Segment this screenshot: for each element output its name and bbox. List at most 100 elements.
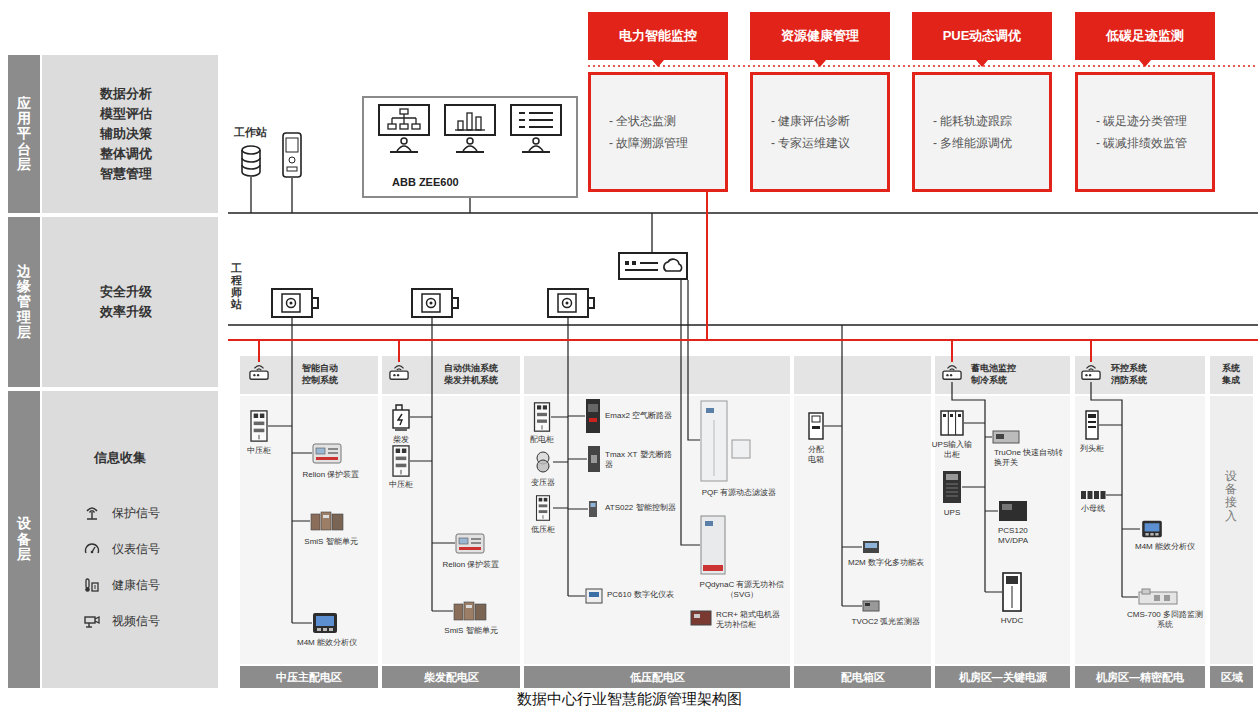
column-header-ground [382, 356, 520, 394]
card-header: 资源健康管理 [750, 12, 890, 60]
zone-bar: 低压配电区 [524, 666, 790, 688]
layer-panel: 安全升级 效率升级 [42, 217, 218, 387]
device-label: 中压柜 [239, 446, 279, 456]
column-ground [382, 396, 520, 664]
card-title: 电力智能监控 [619, 27, 697, 45]
device-label: PC610 数字化仪表 [607, 590, 679, 600]
column-ground [524, 396, 790, 664]
node-text: 智能自动 控制系统 [302, 363, 347, 386]
filter-module-icon [732, 440, 750, 458]
signal-icon [86, 544, 99, 553]
terminal-icon [283, 133, 301, 177]
device-label: 小母线 [1073, 504, 1113, 514]
device-label: 配电柜 [522, 435, 562, 445]
svg-cabinet-icon [701, 516, 725, 574]
node-text: ABB ZEE600 [392, 176, 459, 188]
device-label: CMS-700 多回路监测系统 [1125, 610, 1205, 630]
column-header-ground [935, 356, 1070, 394]
device-label: 低压柜 [523, 525, 563, 535]
node-text: 机房区—关键电源 [959, 670, 1047, 685]
row-cabinet-icon [1086, 411, 1098, 439]
card-title: PUE动态调优 [943, 27, 1022, 45]
card-title: 低碳足迹监测 [1106, 27, 1184, 45]
device-label: 变压器 [523, 478, 563, 488]
column-header-ground [794, 356, 931, 394]
card-item: - 碳减排绩效监管 [1096, 132, 1206, 154]
card-title: 资源健康管理 [781, 27, 859, 45]
column-header: 自动供油系统 柴发并机系统 [382, 356, 520, 394]
layer-name: 设备层 [17, 516, 31, 562]
smart-unit-icon [454, 602, 486, 620]
node-text: 区域 [1221, 670, 1243, 685]
zone-bar: 中压主配电区 [240, 666, 378, 688]
distribution-box-icon [809, 413, 823, 439]
column-header-ground [1075, 356, 1205, 394]
monitor-icon [445, 105, 495, 152]
ups-cabinet-icon [941, 411, 963, 435]
engineer-station-icon [272, 289, 318, 317]
layer-band: 边缘管理层 [8, 217, 40, 387]
ups-icon [943, 471, 961, 503]
genset-icon [393, 405, 409, 430]
cabinet-icon [535, 403, 550, 431]
relay-icon [456, 534, 484, 553]
device-label: 分配电箱 [808, 445, 824, 465]
column-header-ground [524, 356, 790, 394]
column-header: 智能自动 控制系统 [240, 356, 378, 394]
workstation-icon [242, 146, 260, 176]
layer-band: 设备层 [8, 391, 40, 688]
relay-icon [313, 444, 341, 463]
card-body: - 健康评估诊断- 专家运维建议 [750, 72, 890, 192]
node-text: 数据分析 模型评估 辅助决策 整体调优 智慧管理 [100, 84, 160, 185]
card-item: - 碳足迹分类管理 [1096, 110, 1206, 132]
layer-name: 边缘管理层 [17, 264, 31, 341]
device-label: TruOne 快速自动转换开关 [994, 448, 1066, 468]
meter-icon [863, 541, 879, 553]
switchgear-icon [251, 411, 267, 441]
column-header-ground [1210, 356, 1253, 394]
node-text: 安全升级 效率升级 [100, 282, 160, 322]
node-text: 蓄电池监控 制冷系统 [971, 363, 1025, 386]
node-text: 环控系统 消防系统 [1111, 363, 1156, 386]
layer-panel-ground [42, 391, 218, 688]
function-card: 电力智能监控 - 全状态监测- 故障溯源管理 [588, 12, 728, 192]
card-header: PUE动态调优 [912, 12, 1052, 60]
device-label: ATS022 智能控制器 [605, 503, 677, 513]
device-label: M2M 数字化多功能表 [845, 558, 927, 568]
card-notch [652, 60, 1151, 67]
device-label: M4M 能效分析仪 [294, 638, 360, 648]
wire [551, 318, 588, 596]
node-text: 低压配电区 [630, 670, 685, 685]
arc-monitor-icon [863, 601, 879, 611]
gateway-icon [1082, 366, 1100, 380]
monitoring-icon [1139, 589, 1177, 604]
card-header: 电力智能监控 [588, 12, 728, 60]
function-card: PUE动态调优- 能耗轨迹跟踪- 多维能源调优 [912, 12, 1052, 192]
smart-unit-icon [311, 512, 343, 530]
device-label: RCR+ 箱式电机器无功补偿柜 [716, 610, 788, 630]
busbar-icon [1081, 491, 1106, 499]
function-card: 资源健康管理 - 健康评估诊断- 专家运维建议 [750, 12, 890, 192]
node-text: 健康信号 [42, 567, 218, 603]
column-header: 蓄电池监控 制冷系统 [935, 356, 1070, 394]
device-label: UPS输入输出柜 [930, 440, 974, 460]
hvdc-icon [1003, 573, 1021, 611]
column-header: 环控系统 消防系统 [1075, 356, 1205, 394]
node-text: 中压主配电区 [276, 670, 342, 685]
network-bus [228, 177, 1258, 325]
monitor-icon [511, 105, 561, 152]
figure-caption: 数据中心行业智慧能源管理架构图 [0, 689, 1258, 709]
node-text: 自动供油系统 柴发并机系统 [444, 363, 503, 386]
controller-icon [589, 501, 597, 517]
device-label: PQF 有源动态滤波器 [694, 488, 784, 498]
switchgear-icon [393, 446, 409, 476]
device-label: Emax2 空气断路器 [605, 411, 677, 421]
node-text: 系统 集成 [1222, 363, 1242, 386]
layer-name: 应用平台层 [17, 96, 31, 173]
card-body: - 全状态监测- 故障溯源管理 [588, 72, 728, 192]
engineer-station-icon [548, 289, 594, 317]
node-text: 配电箱区 [841, 670, 885, 685]
function-card: 低碳足迹监测 - 碳足迹分类管理- 碳减排绩效监管 [1075, 12, 1215, 192]
node-text: 视频信号 [42, 603, 218, 639]
node-text: 信息收集 [42, 449, 218, 467]
